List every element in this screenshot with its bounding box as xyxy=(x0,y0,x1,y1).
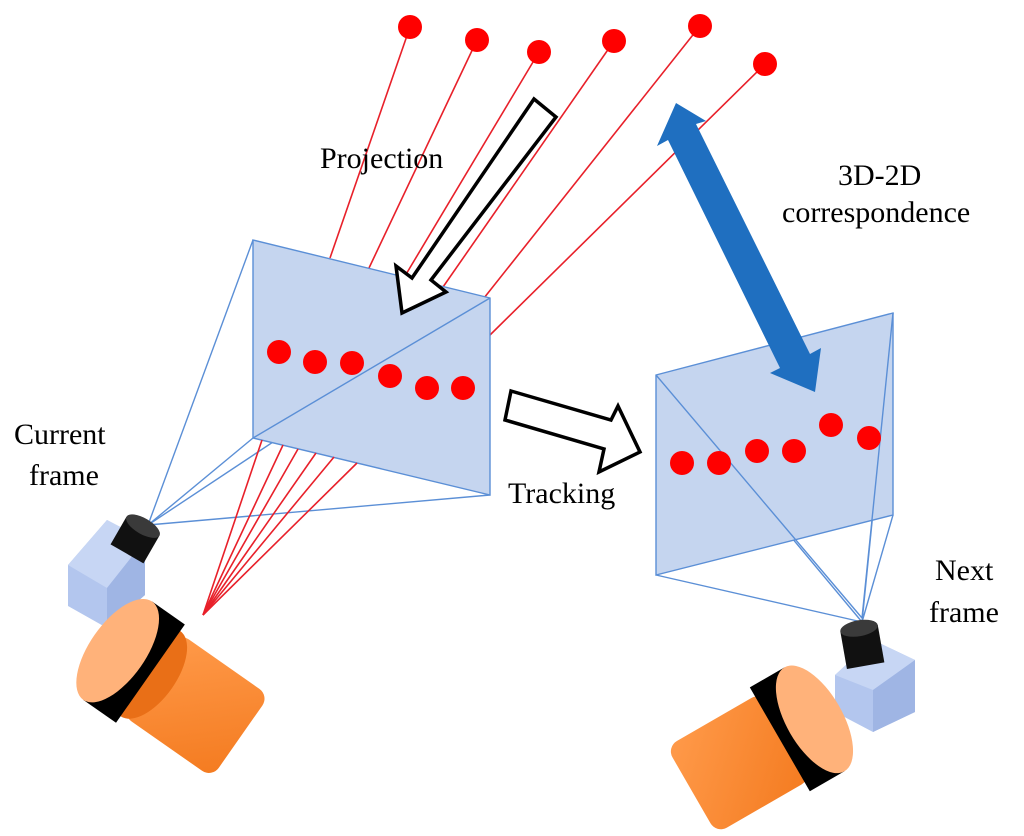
next-image-plane xyxy=(655,312,894,619)
projection-arrow-icon xyxy=(393,96,559,316)
next-frame-label-line1: Next xyxy=(935,554,994,587)
ray xyxy=(489,63,766,336)
ray xyxy=(442,40,615,288)
projection-rays xyxy=(329,25,766,336)
current-lidar-icon xyxy=(76,598,265,773)
lidar-rays xyxy=(202,439,358,616)
3d-point-icon xyxy=(688,14,712,38)
3d-point-icon xyxy=(753,52,777,76)
current-frame-label-line1: Current xyxy=(14,418,106,451)
correspondence-label-line2: correspondence xyxy=(782,196,970,229)
projection-label: Projection xyxy=(320,142,443,175)
next-camera-icon xyxy=(835,619,915,732)
tracking-arrow-icon xyxy=(502,388,643,476)
correspondence-label-line1: 3D-2D xyxy=(838,159,921,192)
3d-points xyxy=(398,14,777,76)
current-image-plane xyxy=(252,239,491,496)
image-plane-icon xyxy=(655,312,894,576)
3d-point-icon xyxy=(602,29,626,53)
next-frame-label-line2: frame xyxy=(929,596,999,629)
next-lidar-icon xyxy=(670,665,854,830)
3d-point-icon xyxy=(527,40,551,64)
ray xyxy=(368,39,478,269)
3d-point-icon xyxy=(398,15,422,39)
current-frame-label-line2: frame xyxy=(29,459,99,492)
ray xyxy=(483,25,701,299)
3d-point-icon xyxy=(465,28,489,52)
tracking-label: Tracking xyxy=(508,477,615,510)
double-arrow-icon xyxy=(657,103,821,392)
ray xyxy=(329,26,411,259)
current-camera-icon xyxy=(68,514,160,628)
ray xyxy=(404,51,540,277)
